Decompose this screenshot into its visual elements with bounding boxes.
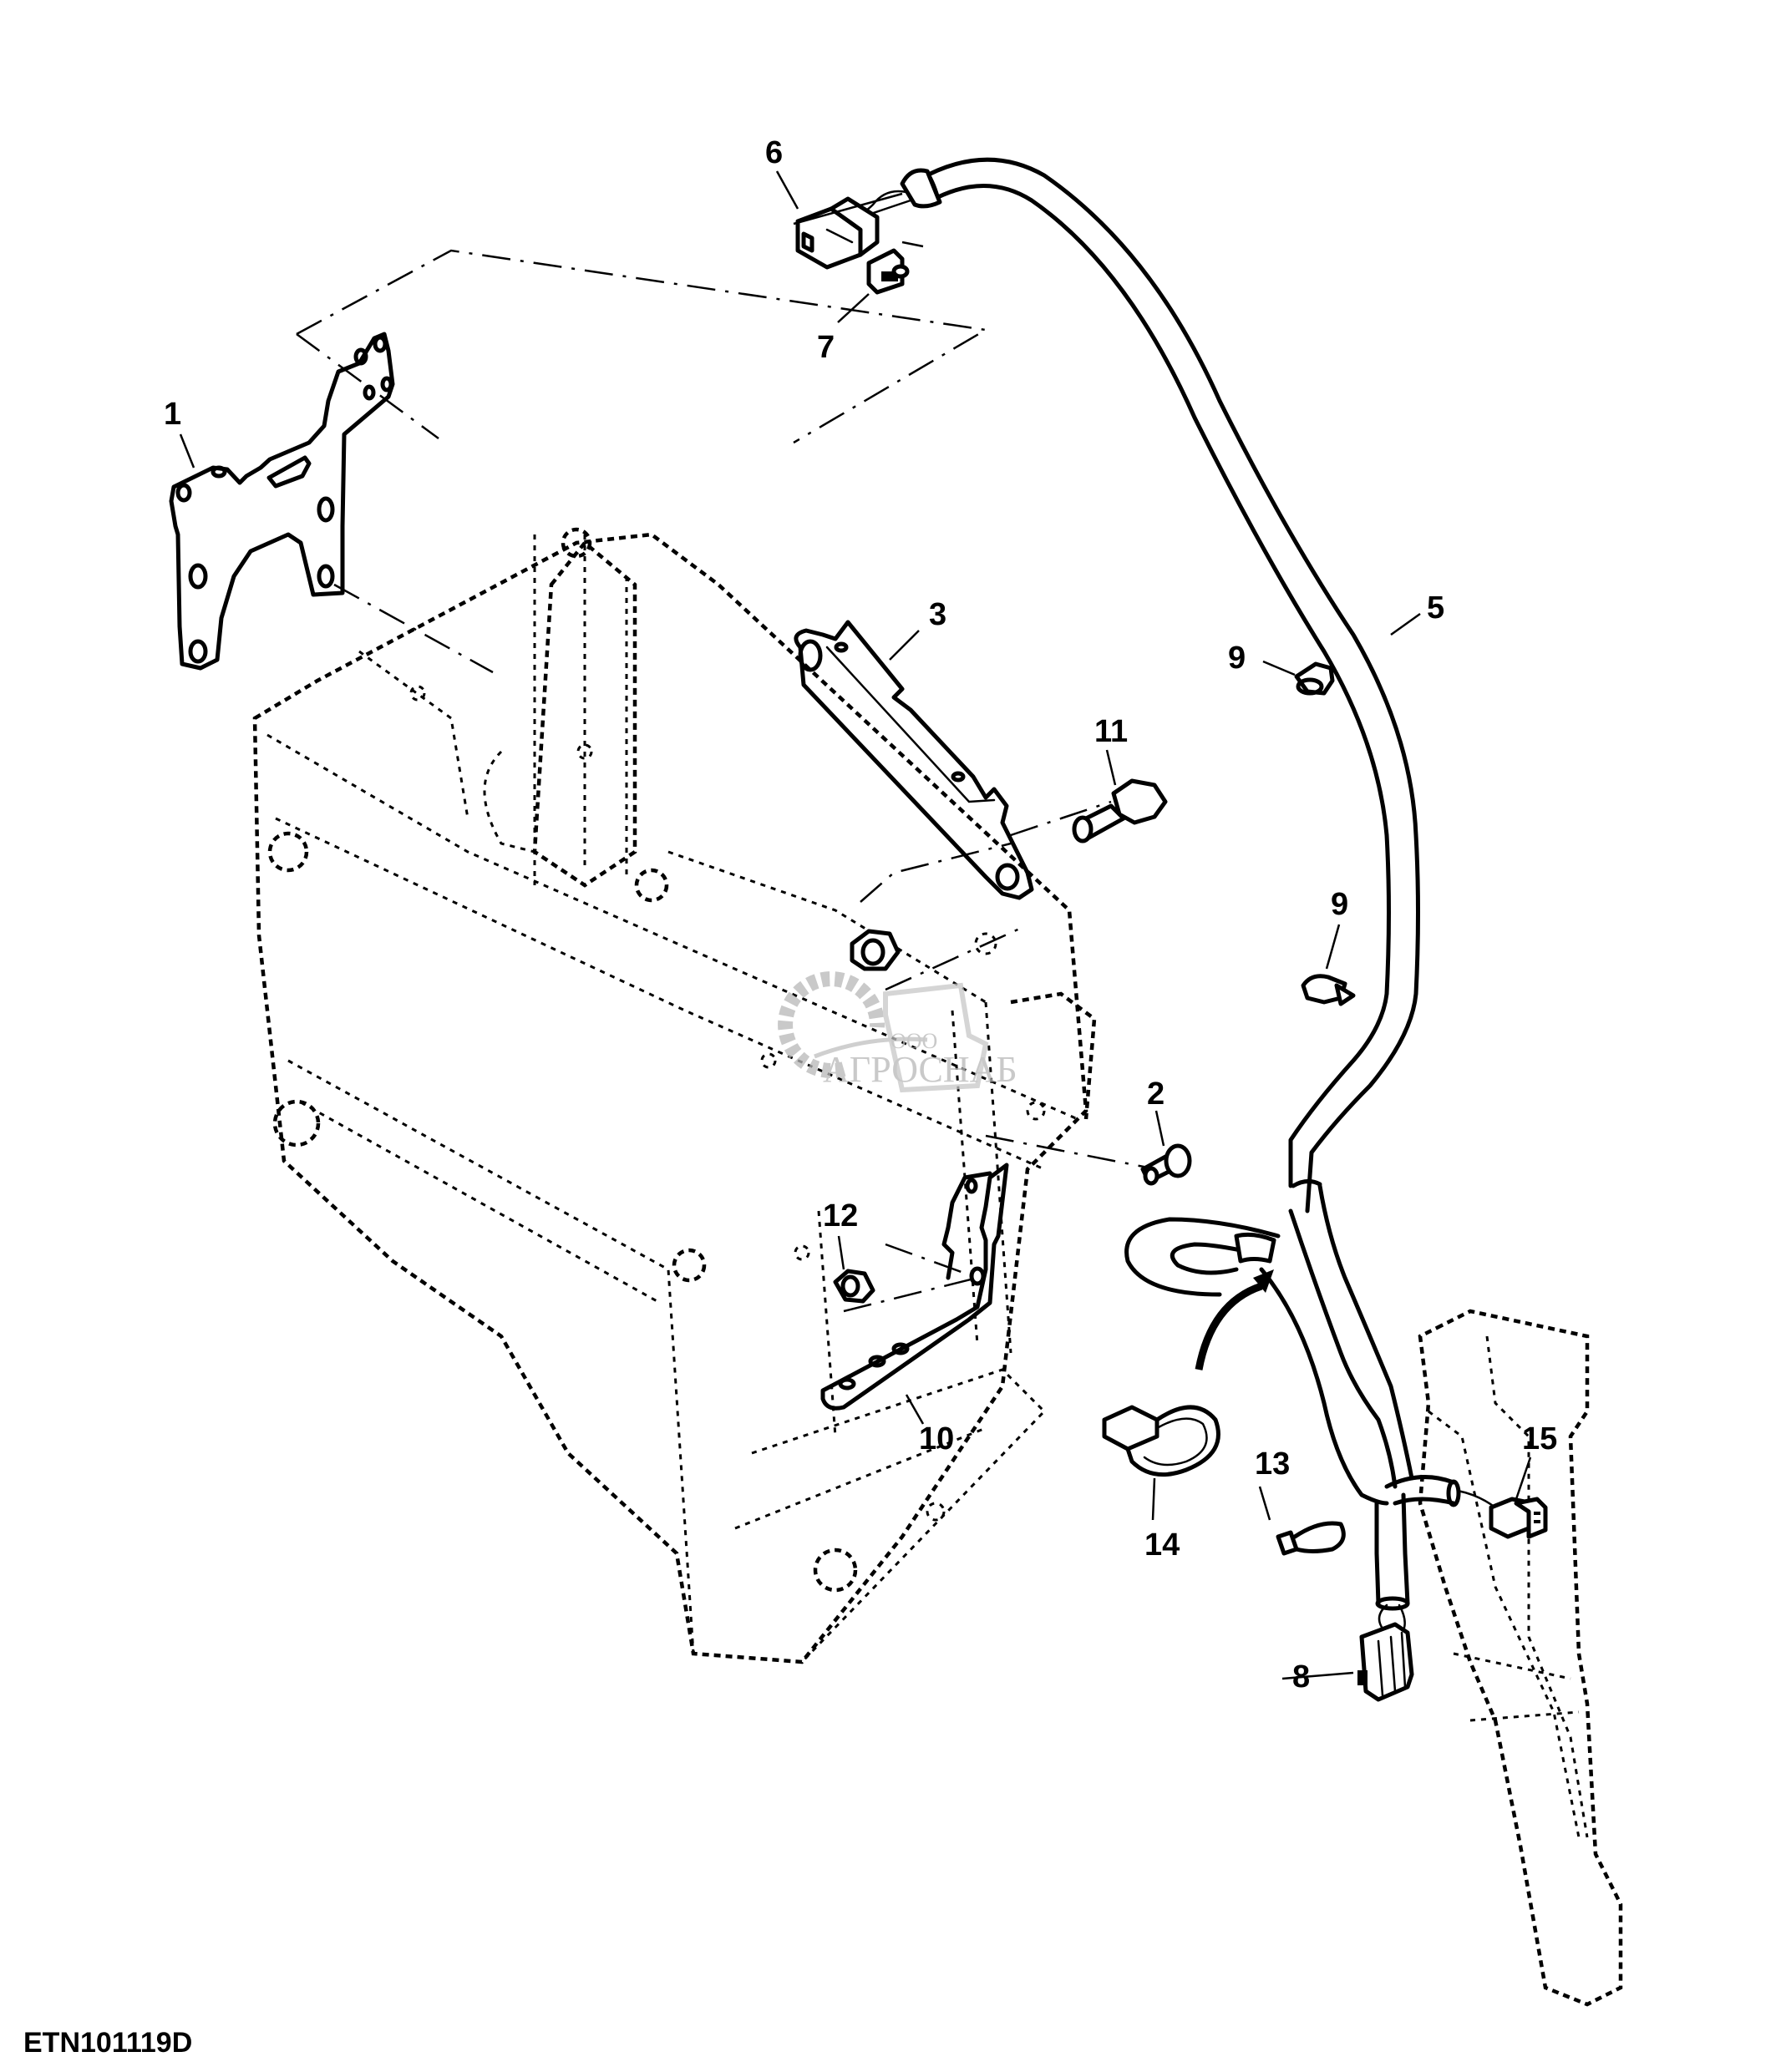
- cable-tie: [1102, 1405, 1220, 1477]
- callout-10: 10: [919, 1421, 954, 1456]
- callout-7: 7: [817, 330, 835, 365]
- callout-9-lower: 9: [1331, 887, 1348, 922]
- hex-nut: [850, 929, 901, 971]
- push-in-clip-lower: [1301, 974, 1356, 1006]
- callout-13: 13: [1255, 1446, 1290, 1482]
- callout-11: 11: [1094, 714, 1128, 749]
- callout-1: 1: [164, 397, 181, 432]
- callout-9-upper: 9: [1228, 641, 1246, 676]
- callout-2: 2: [1147, 1077, 1165, 1112]
- phantom-arm: [1418, 1309, 1623, 2007]
- mounting-plate: [169, 332, 395, 671]
- cap-screw: [1072, 778, 1168, 843]
- watermark-prefix: ООО: [891, 1029, 937, 1053]
- angle-bracket: [820, 1163, 1009, 1411]
- callout-8: 8: [1292, 1659, 1310, 1695]
- callout-5: 5: [1427, 590, 1444, 626]
- multi-pin-connector: [1357, 1603, 1414, 1702]
- callout-3: 3: [929, 597, 946, 632]
- watermark: ООО АГРОСНАБ: [778, 971, 1017, 1093]
- alignment-lines: [296, 241, 1179, 1313]
- watermark-name: АГРОСНАБ: [823, 1049, 1017, 1090]
- leader-lines: [179, 170, 1532, 1680]
- callout-15: 15: [1522, 1421, 1557, 1456]
- two-pin-connector: [1489, 1497, 1548, 1539]
- flange-bolt: [1140, 1143, 1192, 1186]
- harness-connector: [795, 196, 880, 270]
- connector-clip: [866, 248, 910, 295]
- callout-6: 6: [765, 135, 783, 170]
- callout-labels: 1 2 3 5 6 7 8 9 9 10 11 12 13 14 15: [164, 135, 1557, 1695]
- support-bracket: [794, 620, 1034, 900]
- phantom-frame: [252, 527, 1097, 1664]
- figure-id: ETN101119D: [23, 2027, 192, 2059]
- wiring-harness: [846, 157, 1497, 1611]
- callout-14: 14: [1144, 1527, 1180, 1563]
- lock-nut: [833, 1269, 875, 1304]
- push-in-clip-upper: [1294, 661, 1335, 696]
- cable-clamp: [1276, 1521, 1346, 1556]
- callout-12: 12: [823, 1198, 858, 1234]
